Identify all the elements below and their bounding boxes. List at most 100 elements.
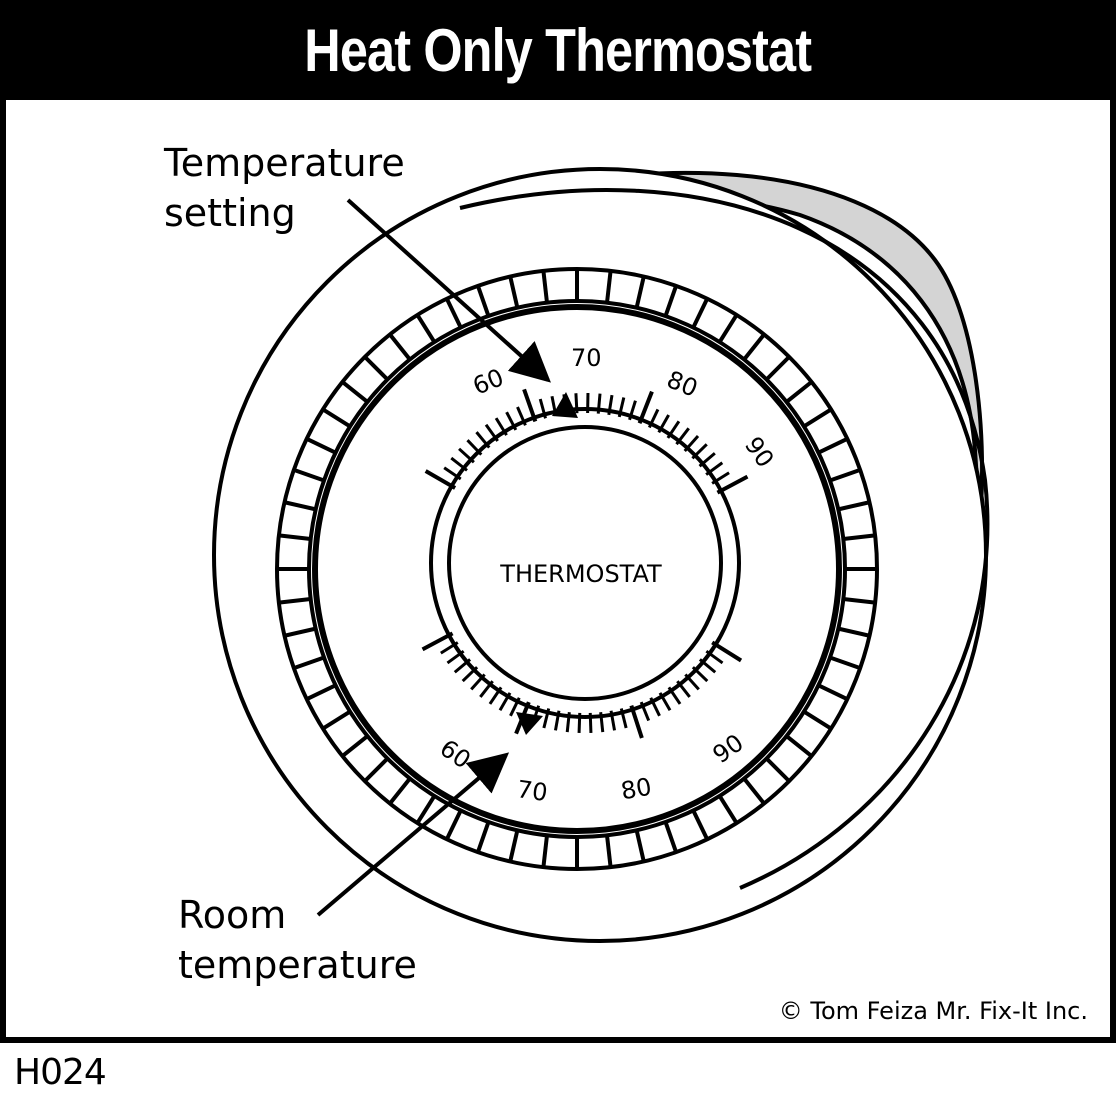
- title-bar: Heat Only Thermostat: [0, 0, 1116, 100]
- vent-slot-divider: [785, 380, 813, 404]
- vent-slot-divider: [388, 333, 412, 361]
- vent-slot-divider: [363, 355, 389, 381]
- scale-major-tick: [716, 474, 749, 495]
- vent-slot-divider: [605, 835, 613, 868]
- scale-minor-tick: [683, 435, 700, 452]
- scale-minor-tick: [609, 710, 616, 731]
- vent-slot-divider: [321, 407, 352, 429]
- scale-minor-tick: [450, 456, 468, 472]
- scale-minor-tick: [675, 427, 690, 446]
- vent-slot-divider: [765, 757, 791, 783]
- vent-slot-divider: [445, 297, 463, 329]
- scale-major-tick: [629, 705, 644, 739]
- vent-slot-divider: [541, 270, 549, 303]
- scale-minor-tick: [698, 658, 717, 674]
- panel-border: [0, 94, 1116, 1043]
- scale-minor-tick: [484, 423, 499, 442]
- scale-minor-tick: [488, 686, 503, 705]
- vent-slot-divider: [634, 829, 646, 862]
- scale-minor-tick: [596, 393, 602, 414]
- vent-slot-divider: [341, 380, 369, 404]
- scale-major-tick: [711, 640, 743, 663]
- vent-slot-divider: [508, 276, 520, 309]
- vent-slot-divider: [742, 777, 766, 805]
- vent-slot-divider: [278, 533, 311, 541]
- scale-minor-tick: [542, 708, 551, 729]
- lower-scale-70: 70: [515, 775, 549, 807]
- scale-minor-tick: [574, 393, 579, 414]
- vent-slot-divider: [284, 626, 317, 638]
- scale-minor-tick: [466, 439, 483, 456]
- scale-minor-tick: [705, 649, 724, 665]
- vent-slot-divider: [508, 829, 520, 862]
- vent-slot-divider: [341, 734, 369, 758]
- scale-minor-tick: [458, 447, 475, 464]
- scale-minor-tick: [639, 701, 651, 722]
- scale-minor-tick: [498, 692, 512, 711]
- vent-slot-divider: [742, 333, 766, 361]
- vent-slot-divider: [802, 407, 833, 429]
- scale-minor-tick: [705, 461, 724, 476]
- scale-minor-tick: [565, 712, 571, 733]
- scale-minor-tick: [628, 400, 637, 421]
- upper-scale-70: 70: [571, 344, 602, 372]
- vent-slot-divider: [765, 355, 791, 381]
- scale-minor-tick: [577, 712, 582, 733]
- setting-indicator-icon: [552, 392, 578, 418]
- scale-minor-tick: [440, 641, 459, 655]
- scale-minor-tick: [691, 443, 708, 460]
- scale-minor-tick: [607, 394, 614, 416]
- vent-slot-divider: [837, 626, 870, 638]
- scale-minor-tick: [554, 710, 561, 731]
- room-indicator-icon: [516, 712, 543, 735]
- setting-label-line1: Temperature: [163, 141, 405, 185]
- scale-minor-tick: [453, 658, 472, 674]
- vent-slot-divider: [415, 313, 437, 344]
- scale-minor-tick: [505, 411, 518, 431]
- scale-minor-tick: [475, 431, 491, 449]
- scale-minor-tick: [657, 414, 670, 434]
- scale-minor-tick: [588, 712, 593, 733]
- vent-slot-divider: [363, 757, 389, 783]
- vent-slot-divider: [293, 468, 325, 483]
- scale-minor-tick: [666, 420, 681, 439]
- vent-slot-divider: [829, 655, 861, 670]
- vent-slot-divider: [802, 709, 833, 731]
- scale-major-tick: [424, 469, 457, 490]
- scale-minor-tick: [509, 697, 521, 717]
- vent-slot-divider: [829, 468, 861, 483]
- center-label: THERMOSTAT: [499, 560, 662, 588]
- vent-slot-divider: [605, 270, 613, 303]
- vent-slot-divider: [843, 597, 876, 605]
- scale-minor-tick: [647, 408, 660, 429]
- vent-slot-divider: [817, 683, 849, 701]
- scale-major-tick: [637, 390, 654, 425]
- scale-minor-tick: [446, 649, 465, 665]
- vent-slot-divider: [305, 437, 337, 455]
- vent-slot-divider: [691, 297, 709, 329]
- back-plate-edge: [459, 188, 990, 890]
- scale-minor-tick: [691, 666, 709, 683]
- room-label-line1: Room: [178, 893, 286, 937]
- scale-minor-tick: [599, 712, 605, 733]
- upper-tick-scale: [424, 388, 749, 495]
- scale-minor-tick: [676, 680, 691, 698]
- setting-label-line2: setting: [164, 191, 296, 235]
- inner-dial-face: [447, 425, 723, 701]
- page-title: Heat Only Thermostat: [304, 16, 813, 84]
- scale-minor-tick: [516, 406, 527, 426]
- vent-slot-divider: [445, 809, 463, 841]
- vent-slot-divider: [837, 500, 870, 512]
- scale-major-tick: [522, 388, 538, 423]
- vent-slot-divider: [717, 313, 739, 344]
- scale-minor-tick: [619, 708, 628, 729]
- vent-slot-divider: [476, 821, 491, 853]
- vent-slot-divider: [717, 794, 739, 825]
- vent-slot-divider: [541, 835, 549, 868]
- scale-minor-tick: [649, 697, 661, 717]
- scale-major-tick: [421, 631, 454, 652]
- vent-slot-divider: [415, 794, 437, 825]
- vent-slot-divider: [476, 285, 491, 317]
- room-label-line2: temperature: [178, 943, 417, 987]
